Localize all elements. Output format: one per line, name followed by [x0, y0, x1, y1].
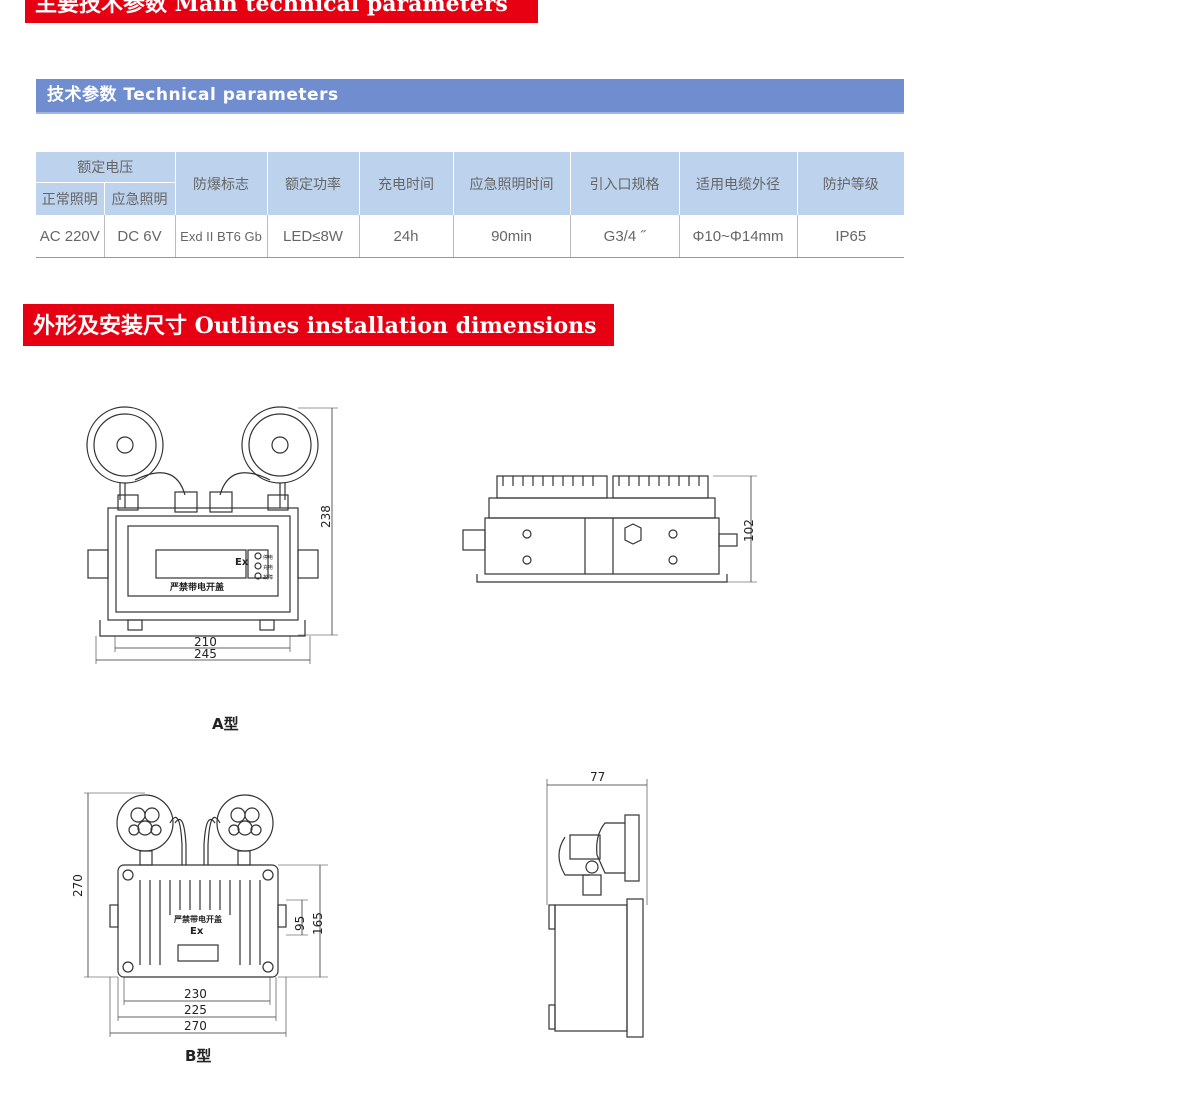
a-dim-height: 238	[319, 505, 333, 528]
a-side-dim-height: 102	[742, 519, 756, 542]
spec-table: 额定电压 防爆标志 额定功率 充电时间 应急照明时间 引入口规格 适用电缆外径 …	[36, 152, 904, 258]
cell-inlet-spec: G3/4 ˝	[569, 215, 679, 258]
a-indicator-3: 故障	[263, 574, 273, 581]
header-rated-power: 额定功率	[266, 152, 359, 215]
cell-normal-voltage: AC 220V	[36, 215, 104, 258]
a-indicator-1: 停电	[263, 554, 273, 561]
cell-emergency-time: 90min	[452, 215, 570, 258]
header-rated-voltage: 额定电压	[36, 152, 175, 183]
type-a-caption: A型	[212, 715, 239, 733]
cell-cable-diameter: Φ10~Φ14mm	[678, 215, 797, 258]
header-explosion-mark: 防爆标志	[174, 152, 267, 215]
a-indicator-2: 充电	[263, 564, 273, 571]
header-inlet-spec: 引入口规格	[569, 152, 679, 215]
type-a-side-drawing: 102	[462, 475, 757, 583]
cell-charge-time: 24h	[358, 215, 453, 258]
type-a-front-drawing: Ex 严禁带电开盖 停电 充电 故障 238 210 245	[86, 406, 338, 664]
header-charge-time: 充电时间	[358, 152, 453, 215]
cell-rated-power: LED≤8W	[266, 215, 359, 258]
b-dim-h1: 95	[293, 916, 307, 931]
b-dim-h2: 165	[311, 912, 325, 935]
tech-params-bar: 技术参数 Technical parameters	[36, 79, 904, 114]
header-protection-grade: 防护等级	[796, 152, 904, 215]
type-b-front-drawing: 严禁带电开盖 Ex 270 95 165 230 225 270	[71, 792, 328, 1037]
a-dim-width-outer: 245	[194, 647, 217, 661]
type-b-caption: B型	[185, 1047, 212, 1065]
main-params-banner: 主要技术参数 Main technical parameters	[25, 0, 538, 23]
header-normal-lighting: 正常照明	[36, 182, 104, 215]
a-ex-label: Ex	[235, 557, 249, 568]
header-emergency-lighting: 应急照明	[103, 182, 175, 215]
b-dim-height: 270	[71, 874, 85, 897]
b-plate-text: 严禁带电开盖	[173, 914, 222, 924]
cell-emergency-voltage: DC 6V	[103, 215, 175, 258]
b-dim-w1: 230	[184, 987, 207, 1001]
header-emergency-time: 应急照明时间	[452, 152, 570, 215]
cell-protection-grade: IP65	[796, 215, 904, 258]
cell-explosion-mark: Exd II BT6 Gb	[174, 215, 267, 258]
b-ex-label: Ex	[190, 926, 204, 937]
outlines-banner: 外形及安装尺寸 Outlines installation dimensions	[23, 304, 614, 346]
header-cable-diameter: 适用电缆外径	[678, 152, 797, 215]
b-side-dim-depth: 77	[590, 770, 605, 784]
a-dim-width-inner: 210	[194, 635, 217, 649]
b-dim-w2: 225	[184, 1003, 207, 1017]
b-dim-w3: 270	[184, 1019, 207, 1033]
a-plate-text: 严禁带电开盖	[169, 581, 224, 593]
type-b-side-drawing: 77	[546, 770, 648, 1038]
